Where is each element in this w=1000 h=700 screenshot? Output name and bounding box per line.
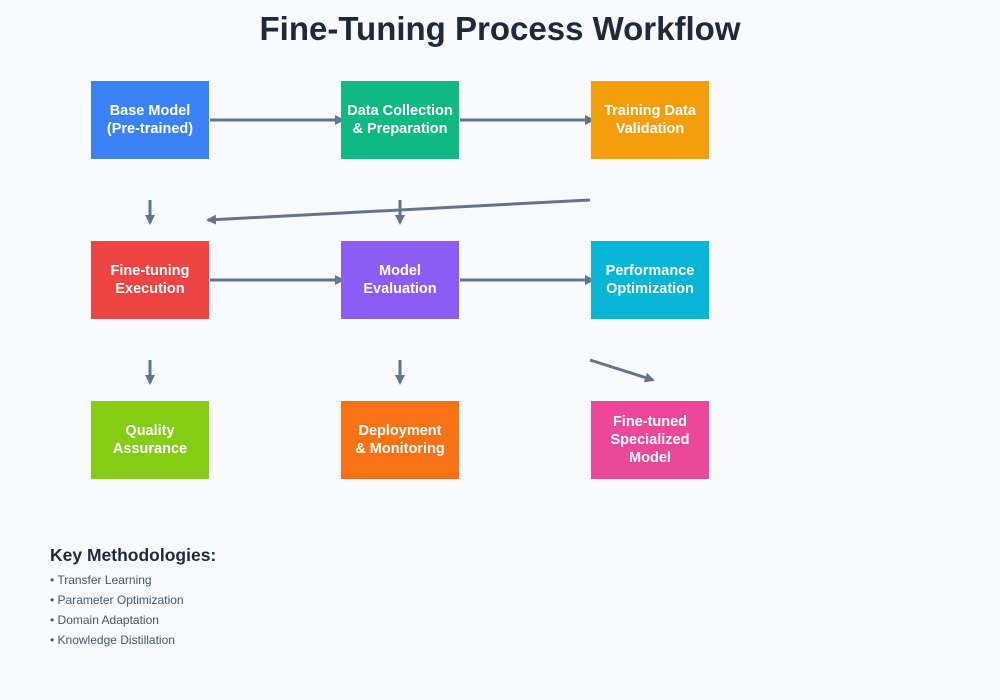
node-performance-optimization: Performance Optimization (591, 241, 709, 319)
node-deployment-monitoring: Deployment & Monitoring (341, 401, 459, 479)
node-fine-tuning-execution: Fine-tuning Execution (91, 241, 209, 319)
legend-item: • Knowledge Distillation (50, 633, 175, 647)
node-model-evaluation: Model Evaluation (341, 241, 459, 319)
node-base-model: Base Model (Pre-trained) (91, 81, 209, 159)
arrow-performance-to-specialized (589, 358, 655, 383)
node-quality-assurance: Quality Assurance (91, 401, 209, 479)
legend-item: • Domain Adaptation (50, 613, 159, 627)
legend-title: Key Methodologies: (50, 545, 217, 565)
node-data-collection: Data Collection & Preparation (341, 81, 459, 159)
diagram-title: Fine-Tuning Process Workflow (259, 10, 741, 47)
node-fine-tuned-specialized-model: Fine-tuned Specialized Model (591, 401, 709, 479)
node-training-data-validation: Training Data Validation (591, 81, 709, 159)
arrow-validation-to-finetuning (206, 198, 591, 225)
legend-item: • Transfer Learning (50, 573, 152, 587)
legend-item: • Parameter Optimization (50, 593, 184, 607)
methodologies-legend: Key Methodologies: • Transfer Learning •… (50, 545, 216, 650)
